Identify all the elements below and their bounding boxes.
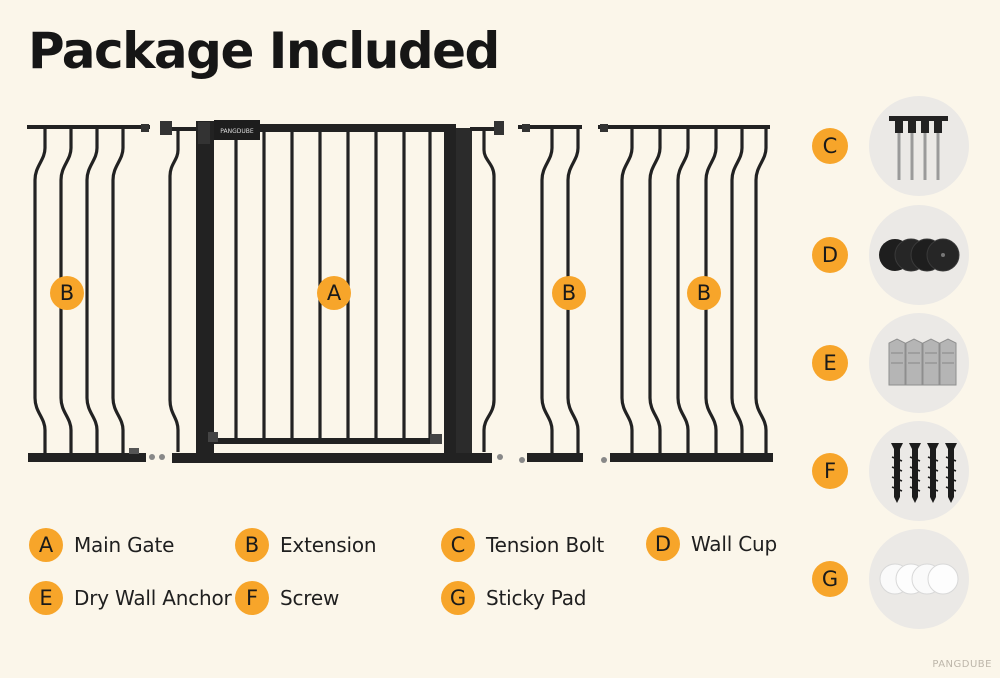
tension-bolt-icon (869, 96, 969, 196)
sticky-pad-icon (869, 529, 969, 629)
legend-label: Wall Cup (691, 532, 777, 556)
legend-item-screw: F Screw (235, 580, 339, 616)
legend-letter: C (441, 528, 475, 562)
accessory-badge-d: D (812, 237, 848, 273)
legend-label: Sticky Pad (486, 586, 587, 610)
legend-letter: A (29, 528, 63, 562)
badge-main-gate: A (317, 276, 351, 310)
legend-item-wall-cup: D Wall Cup (646, 526, 777, 562)
legend-label: Tension Bolt (486, 533, 605, 557)
badge-small-extension: B (552, 276, 586, 310)
legend-label: Main Gate (74, 533, 175, 557)
legend-label: Extension (280, 533, 377, 557)
badge-left-extension: B (50, 276, 84, 310)
badge-right-extension: B (687, 276, 721, 310)
page-title: Package Included (28, 22, 500, 80)
legend-item-tension-bolt: C Tension Bolt (441, 527, 604, 563)
legend-label: Dry Wall Anchor (74, 586, 232, 610)
wall-anchor-icon (869, 313, 969, 413)
watermark: PANGDUBE (932, 659, 992, 670)
accessory-badge-f: F (812, 453, 848, 489)
legend-letter: B (235, 528, 269, 562)
accessory-badge-e: E (812, 345, 848, 381)
small-extension (518, 124, 583, 463)
accessory-badge-g: G (812, 561, 848, 597)
right-extension (598, 124, 773, 463)
legend-item-main-gate: A Main Gate (29, 527, 174, 563)
accessory-badge-c: C (812, 128, 848, 164)
wall-cup-icon (869, 205, 969, 305)
legend-letter: E (29, 581, 63, 615)
legend-item-sticky-pad: G Sticky Pad (441, 580, 586, 616)
legend-item-extension: B Extension (235, 527, 377, 563)
main-gate: PANGDUBE (159, 120, 504, 463)
legend-letter: D (646, 527, 680, 561)
left-extension (27, 124, 155, 462)
gate-brand-label: PANGDUBE (220, 128, 254, 135)
legend-item-dry-wall-anchor: E Dry Wall Anchor (29, 580, 232, 616)
legend-letter: F (235, 581, 269, 615)
legend-label: Screw (280, 586, 340, 610)
screw-icon (869, 421, 969, 521)
legend-letter: G (441, 581, 475, 615)
